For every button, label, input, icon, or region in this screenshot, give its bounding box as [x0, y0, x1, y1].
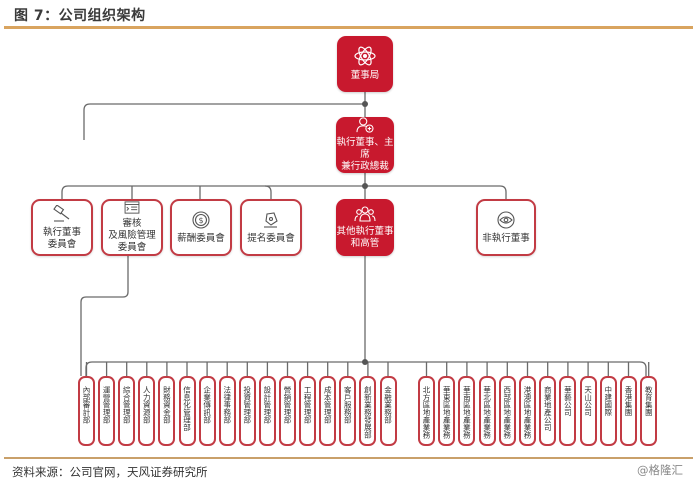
department-box[interactable]: 設計管理部 [258, 376, 276, 446]
business-unit-box[interactable]: 華東區地產業務 [438, 376, 456, 446]
department-box[interactable]: 內部審計部 [78, 376, 95, 446]
watermark: @格隆汇 [637, 463, 683, 477]
department-box-label: 綜合管理部 [122, 386, 132, 424]
department-box-label: 法律事務部 [222, 386, 232, 424]
department-box-label: 運營管理部 [102, 386, 112, 424]
connector-non-exec [365, 185, 507, 200]
top-divider [4, 26, 693, 29]
business-unit-box-label: 香港集團 [624, 386, 633, 416]
atom-icon [354, 46, 376, 66]
figure-title: 图 7：公司组织架构 [14, 8, 146, 24]
business-unit-box-label: 中建國際 [603, 386, 613, 416]
department-box[interactable]: 人力資源部 [138, 376, 156, 446]
coin-icon: $ [192, 210, 210, 229]
business-unit-box[interactable]: 教育集團 [640, 376, 658, 446]
junction-dot [362, 359, 368, 365]
business-unit-box[interactable]: 華南區地產業務 [458, 376, 476, 446]
node-label: 董事局 [350, 70, 380, 81]
business-unit-box-label: 華藝公司 [563, 386, 573, 416]
department-box-label: 內部審計部 [82, 386, 91, 424]
department-box-label: 創新業務發展部 [363, 386, 373, 439]
business-unit-box[interactable]: 華藝公司 [559, 376, 577, 446]
business-unit-box-label: 華北區地產業務 [482, 386, 492, 439]
eye-icon [497, 210, 515, 229]
business-unit-box-label: 港澳區地產業務 [523, 386, 532, 439]
junction-dot [362, 183, 368, 189]
senior-management-node[interactable]: 其他執行董事 和高管 [336, 199, 394, 256]
group-icon [354, 205, 376, 222]
business-unit-box[interactable]: 港澳區地產業務 [519, 376, 536, 446]
department-box[interactable]: 成本管理部 [319, 376, 337, 446]
executive-committee-node[interactable]: 執行董事 委員會 [31, 199, 93, 256]
connector-committees-bus [61, 185, 365, 200]
department-box-label: 財務資金部 [162, 386, 172, 424]
department-box[interactable]: 工程管理部 [299, 376, 317, 446]
chairman-ceo-node[interactable]: 執行董事、主席 兼行政總裁 [336, 117, 394, 173]
department-box-label: 企業傳訊部 [202, 386, 212, 424]
business-unit-box[interactable]: 中建國際 [599, 376, 617, 446]
connector-board-left [83, 103, 365, 140]
business-unit-box[interactable]: 香港集團 [620, 376, 637, 446]
nomination-committee-node[interactable]: 提名委員會 [240, 199, 302, 256]
business-unit-box[interactable]: 華北區地產業務 [478, 376, 496, 446]
department-box[interactable]: 財務資金部 [158, 376, 176, 446]
department-box[interactable]: 投資管理部 [238, 376, 256, 446]
node-label: 非執行董事 [482, 232, 530, 244]
source-note: 资料来源：公司官网，天风证券研究所 [12, 465, 208, 479]
svg-text:$: $ [198, 216, 203, 225]
bottom-divider [4, 457, 693, 459]
business-unit-box-label: 教育集團 [644, 386, 654, 416]
business-unit-box-label: 商業地產公司 [543, 386, 553, 431]
department-box-label: 營銷管理部 [283, 386, 292, 424]
department-box[interactable]: 創新業務發展部 [359, 376, 377, 446]
node-label: 執行董事 委員會 [42, 226, 81, 250]
node-label: 審核 及風險管理 委員會 [108, 218, 156, 253]
department-box-label: 客戶服務部 [343, 386, 353, 424]
node-label: 提名委員會 [247, 232, 295, 244]
remuneration-committee-node[interactable]: $ 薪酬委員會 [170, 199, 232, 256]
department-box[interactable]: 運營管理部 [98, 376, 116, 446]
department-box-label: 人力資源部 [142, 386, 152, 424]
department-box-label: 投資管理部 [242, 386, 252, 424]
node-label: 執行董事、主席 兼行政總裁 [336, 137, 394, 172]
business-unit-box-label: 華東區地產業務 [442, 386, 452, 439]
department-box[interactable]: 金融業務部 [379, 376, 397, 446]
department-box-label: 設計管理部 [262, 386, 272, 424]
department-box-label: 工程管理部 [303, 386, 313, 424]
business-unit-box[interactable]: 天山公司 [579, 376, 597, 446]
business-unit-box[interactable]: 西部區地產業務 [498, 376, 516, 446]
department-box[interactable]: 信息化管理部 [178, 376, 196, 446]
business-unit-box-label: 西部區地產業務 [502, 386, 512, 439]
user-add-icon [356, 117, 374, 133]
node-label: 其他執行董事 和高管 [336, 225, 394, 249]
non-executive-directors-node[interactable]: 非執行董事 [476, 199, 536, 256]
business-unit-box-label: 華南區地產業務 [462, 386, 472, 439]
business-unit-box-label: 北方區地產業務 [422, 386, 431, 439]
gavel-icon [53, 204, 70, 222]
junction-dot [362, 101, 368, 107]
department-box-label: 成本管理部 [323, 386, 333, 424]
node-label: 薪酬委員會 [177, 232, 225, 244]
department-box[interactable]: 綜合管理部 [118, 376, 136, 446]
department-box[interactable]: 客戶服務部 [339, 376, 357, 446]
department-box[interactable]: 企業傳訊部 [198, 376, 216, 446]
department-box[interactable]: 法律事務部 [218, 376, 236, 446]
business-unit-box[interactable]: 北方區地產業務 [418, 376, 435, 446]
document-window-icon [124, 201, 140, 214]
audit-risk-committee-node[interactable]: 審核 及風險管理 委員會 [101, 199, 163, 256]
department-box[interactable]: 營銷管理部 [279, 376, 296, 446]
business-unit-box-label: 天山公司 [583, 386, 593, 416]
department-box-label: 金融業務部 [383, 386, 393, 424]
board-of-directors-node[interactable]: 董事局 [337, 36, 393, 92]
department-box-label: 信息化管理部 [182, 386, 192, 431]
business-unit-box[interactable]: 商業地產公司 [539, 376, 557, 446]
pen-nib-icon [264, 211, 278, 228]
connector-audit-depts [80, 255, 129, 376]
